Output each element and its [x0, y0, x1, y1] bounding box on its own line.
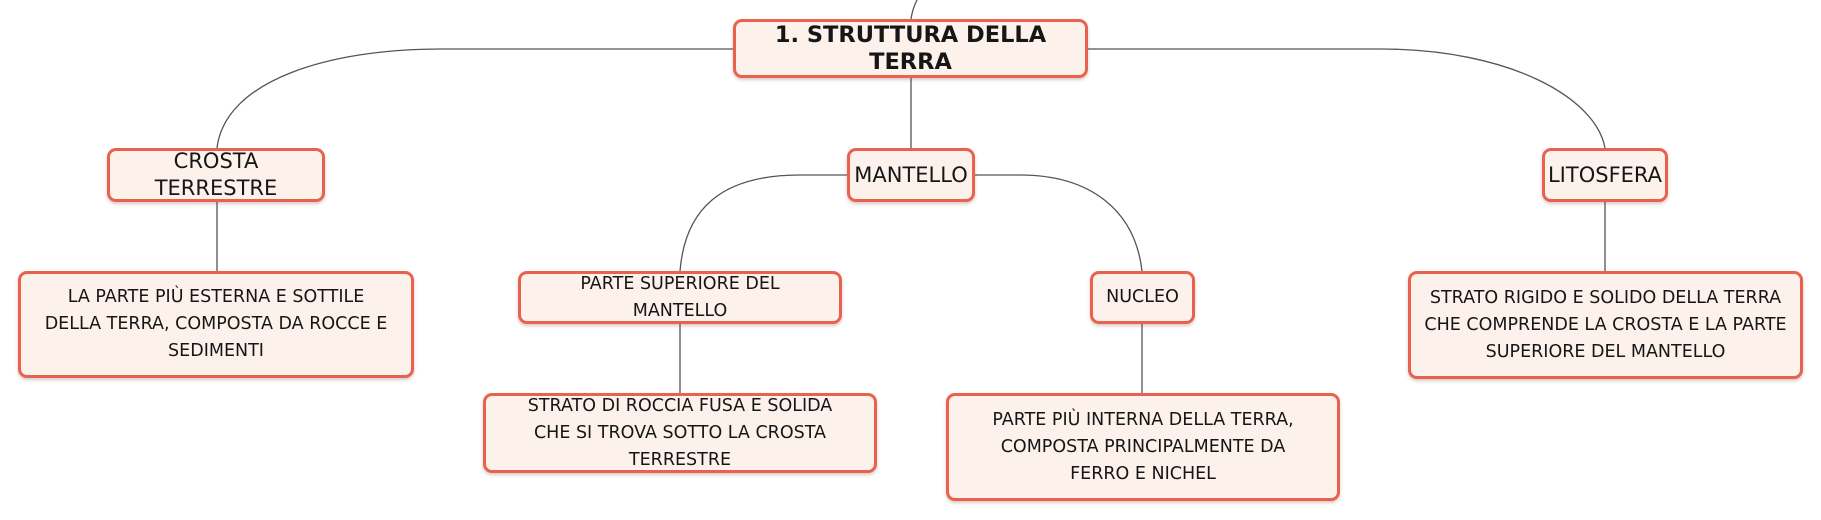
litosfera-node[interactable]: LITOSFERA [1542, 148, 1668, 202]
parte-superiore-mantello-node[interactable]: PARTE SUPERIORE DEL MANTELLO [518, 271, 842, 324]
connector-parent-to-root [910, 0, 918, 20]
nucleo-description-node[interactable]: PARTE PIÙ INTERNA DELLA TERRA, COMPOSTA … [946, 393, 1340, 501]
connector-root-to-litosfera [1088, 48, 1606, 149]
mantello-node[interactable]: MANTELLO [847, 148, 975, 202]
nucleo-node[interactable]: NUCLEO [1090, 271, 1195, 324]
root-node[interactable]: 1. STRUTTURA DELLA TERRA [733, 19, 1088, 78]
crosta-terrestre-node[interactable]: CROSTA TERRESTRE [107, 148, 325, 202]
connector-mantello-to-nucleo [975, 174, 1143, 272]
parte-superiore-description-node[interactable]: STRATO DI ROCCIA FUSA E SOLIDA CHE SI TR… [483, 393, 877, 473]
litosfera-description-node[interactable]: STRATO RIGIDO E SOLIDO DELLA TERRA CHE C… [1408, 271, 1803, 379]
connector-mantello-to-parte-superiore [679, 174, 847, 272]
connector-root-to-crosta [216, 48, 733, 149]
crosta-description-node[interactable]: LA PARTE PIÙ ESTERNA E SOTTILE DELLA TER… [18, 271, 414, 378]
